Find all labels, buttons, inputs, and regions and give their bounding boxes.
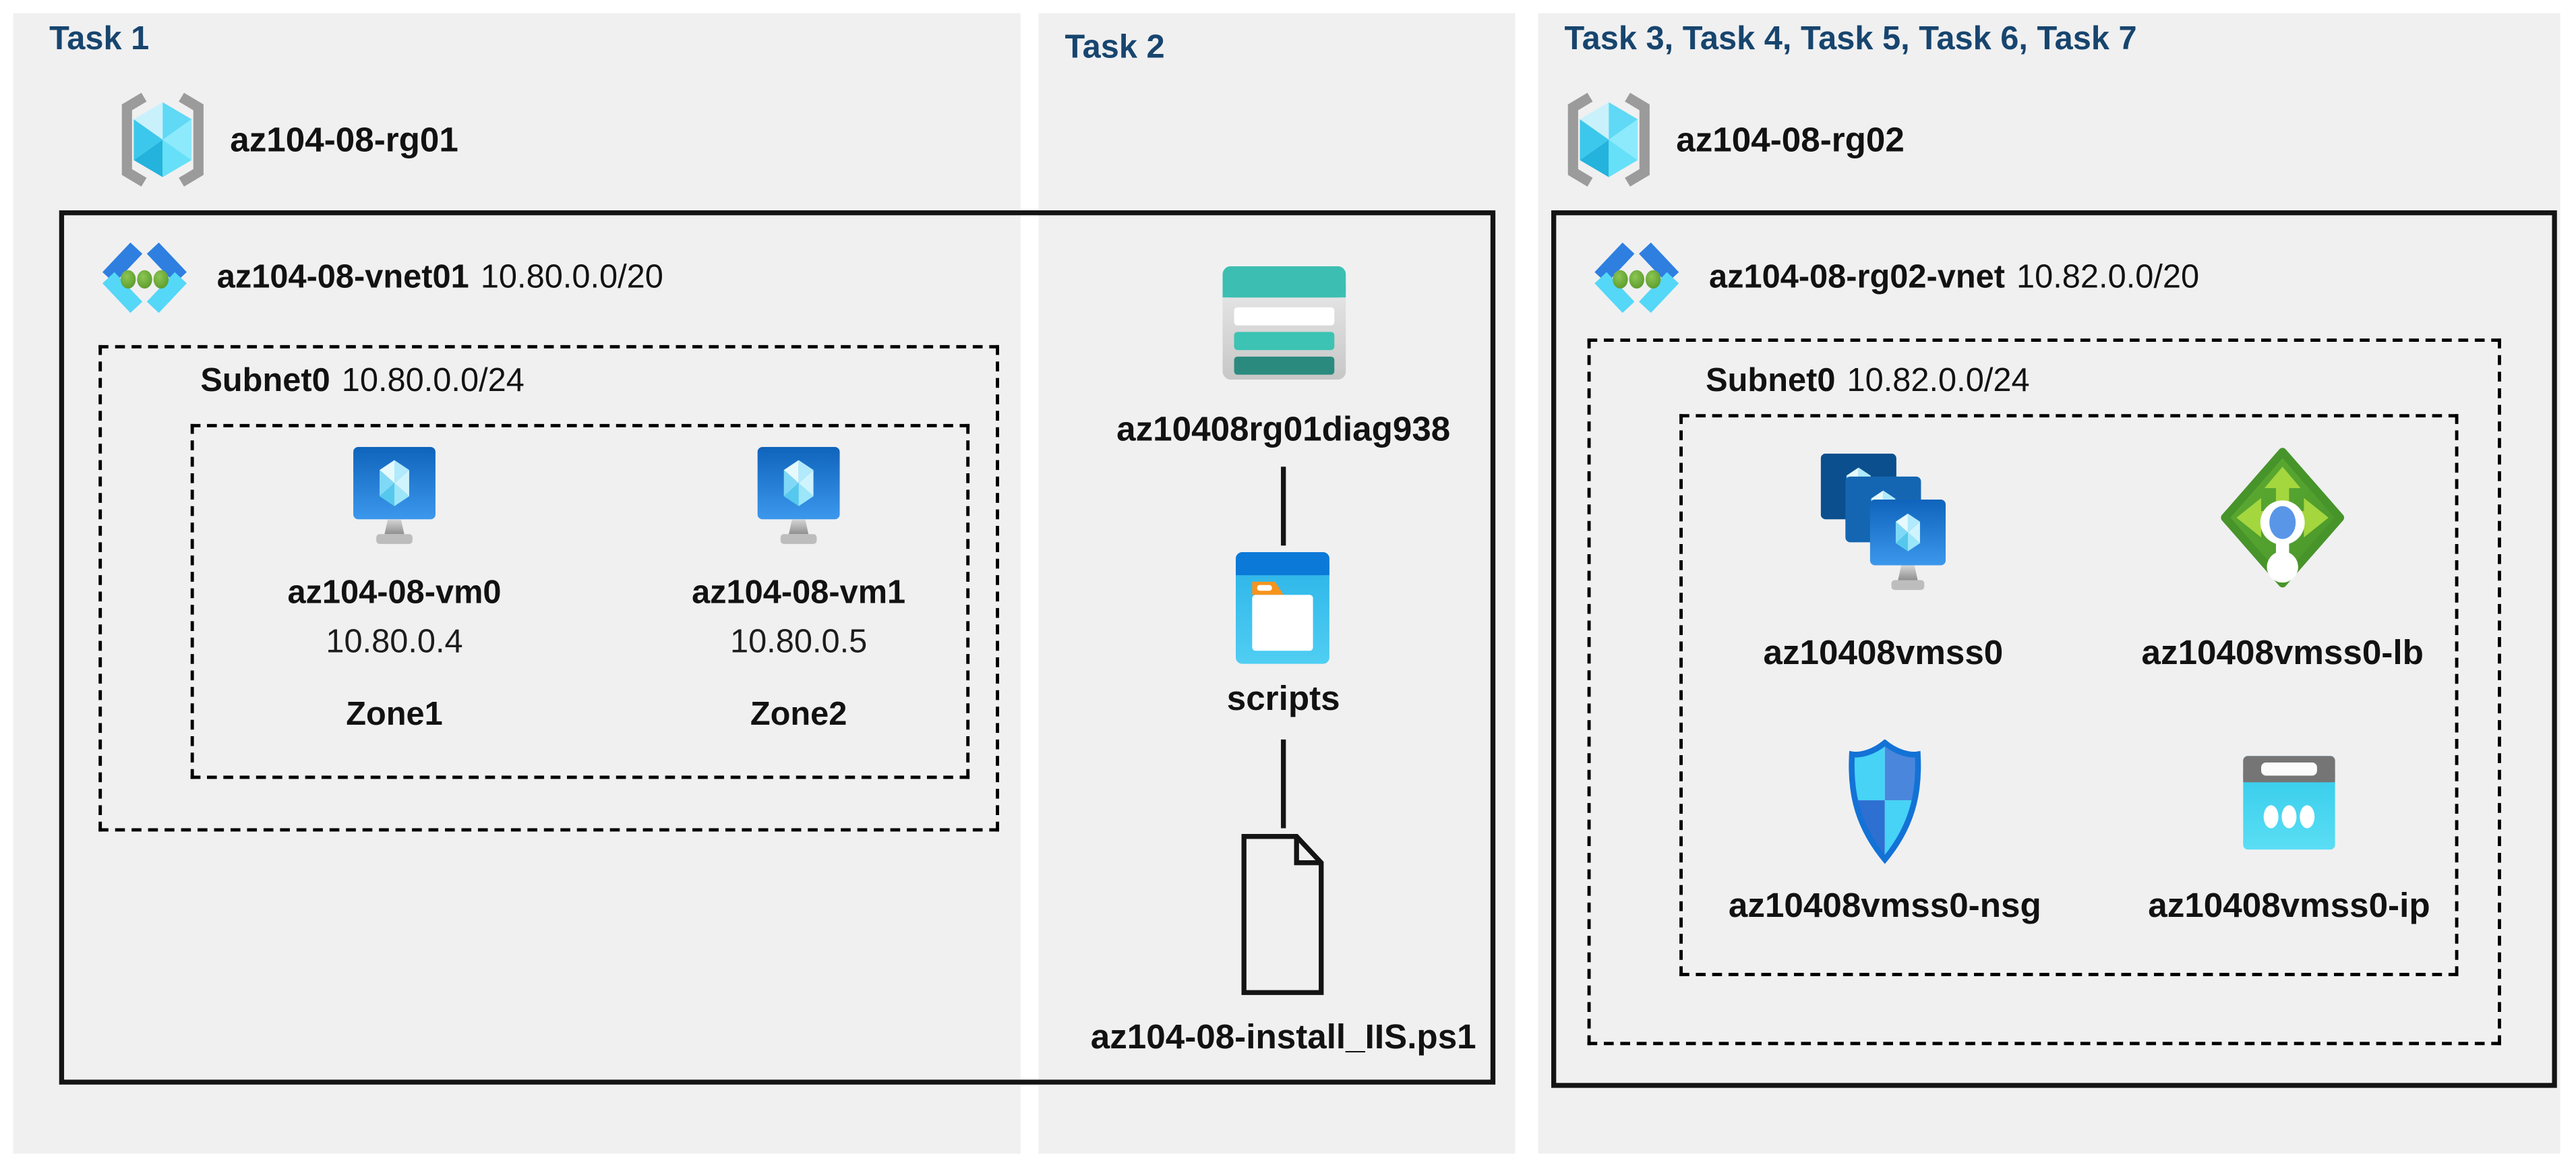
subnet-box <box>98 345 999 832</box>
vmss-label: az10408vmss0 <box>1763 634 2004 672</box>
vnet-icon <box>95 240 193 316</box>
load-balancer-label: az10408vmss0-lb <box>2141 634 2424 672</box>
vnet-label: az104-08-rg02-vnet 10.82.0.0/20 <box>1709 260 2199 297</box>
vnet-name: az104-08-vnet01 <box>216 260 469 296</box>
vm-name: az104-08-vm1 <box>692 575 906 611</box>
public-ip-label: az10408vmss0-ip <box>2148 887 2430 926</box>
vnet2-box <box>1551 210 2557 1088</box>
vnet-label: az104-08-vnet01 10.80.0.0/20 <box>217 260 663 297</box>
resource-group-label: az104-08-rg02 <box>1676 121 1905 160</box>
scripts-label: scripts <box>1226 680 1340 719</box>
ps1-file-label: az104-08-install_IIS.ps1 <box>1090 1019 1476 1057</box>
resource-group-label: az104-08-rg01 <box>230 121 458 160</box>
task3-title: Task 3, Task 4, Task 5, Task 6, Task 7 <box>1564 21 2137 58</box>
vm-icon <box>352 446 438 547</box>
vnet-icon <box>1588 240 1686 316</box>
vm-ip: 10.80.0.5 <box>729 624 868 661</box>
nsg-label: az10408vmss0-nsg <box>1728 887 2041 926</box>
vm-group-box <box>190 423 970 779</box>
connector-line <box>1281 467 1286 546</box>
subnet-cidr: 10.80.0.0/24 <box>341 363 525 400</box>
load-balancer-icon <box>2220 447 2345 589</box>
panel-task1 <box>13 13 1021 1154</box>
ps1-file-icon <box>1240 833 1324 996</box>
connector-line <box>1281 739 1286 829</box>
vm-name: az104-08-vm0 <box>287 575 502 611</box>
nsg-icon <box>1847 739 1923 864</box>
panel-task3 <box>1538 13 2560 1154</box>
vmss-icon <box>1820 453 1946 611</box>
vnet-cidr: 10.80.0.0/20 <box>480 260 663 296</box>
storage-account-icon <box>1222 266 1346 380</box>
subnet-name: Subnet0 <box>200 363 330 400</box>
vm-ip: 10.80.0.4 <box>326 624 463 661</box>
storage-account-label: az10408rg01diag938 <box>1116 411 1451 449</box>
subnet-cidr: 10.82.0.0/24 <box>1847 363 2030 400</box>
vnet-name: az104-08-rg02-vnet <box>1709 260 2005 296</box>
subnet-name: Subnet0 <box>1706 363 1836 400</box>
vm-icon <box>756 446 841 547</box>
vnet1-box <box>59 210 1496 1085</box>
resource-group-icon <box>1561 92 1656 187</box>
resource-group-icon <box>115 92 210 187</box>
task2-title: Task 2 <box>1065 29 1165 66</box>
public-ip-icon <box>2243 756 2335 850</box>
vm-zone: Zone1 <box>346 696 443 734</box>
vmss-group-box <box>1679 414 2459 976</box>
vm-zone: Zone2 <box>750 696 847 734</box>
subnet-box <box>1587 338 2501 1046</box>
task1-title: Task 1 <box>49 21 150 58</box>
vnet-cidr: 10.82.0.0/20 <box>2016 260 2200 296</box>
subnet-label: Subnet0 10.82.0.0/24 <box>1706 363 2029 401</box>
scripts-container-icon <box>1236 552 1329 664</box>
subnet-label: Subnet0 10.80.0.0/24 <box>200 363 524 401</box>
